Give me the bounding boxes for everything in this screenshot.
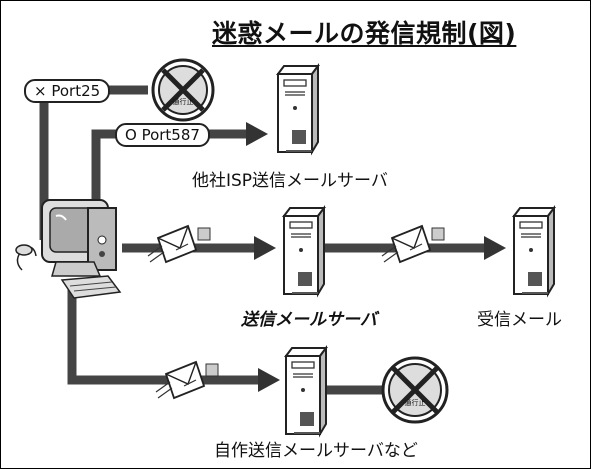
port25-blocked-label: × Port25 [24,79,111,103]
receiving-server-icon [513,207,555,295]
outgoing-server-icon [283,207,325,295]
outgoing-server-label: 送信メールサーバ [241,310,377,330]
own-server-icon [285,347,327,435]
diagram-title: 迷惑メールの発信規制(図) [212,19,517,48]
blocked-sign-icon: 通行止 [151,58,215,122]
blocked-sign-text: 通行止 [405,398,426,407]
blocked-sign-text: 通行止 [173,97,194,106]
blocked-sign-icon: 通行止 [381,356,449,424]
own-server-label: 自作送信メールサーバなど [214,441,418,461]
port587-allowed-label: O Port587 [115,123,210,147]
receiving-server-label: 受信メール [477,310,562,330]
other-isp-server-icon [277,65,319,153]
other-isp-server-label: 他社ISP送信メールサーバ [192,171,388,191]
pc-icon [15,199,122,299]
